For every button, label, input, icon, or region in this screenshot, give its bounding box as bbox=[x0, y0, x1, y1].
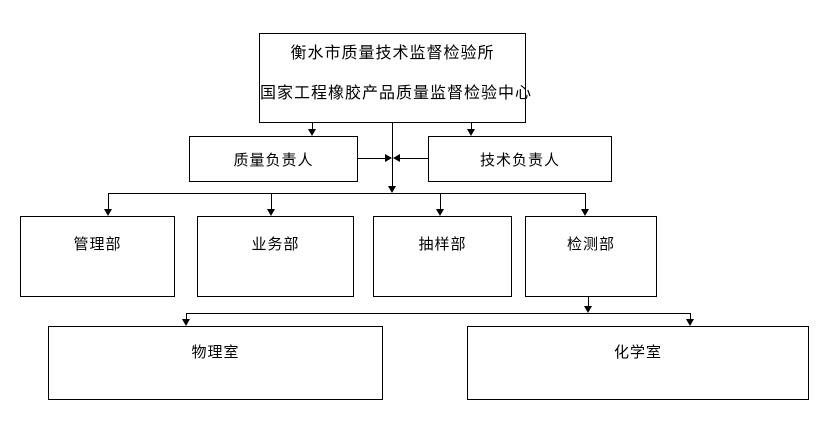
connector-root-trunk-line bbox=[392, 123, 393, 186]
connector-technical-to-trunk-line bbox=[400, 158, 428, 159]
connector-root-to-technical-line bbox=[471, 123, 472, 130]
connector-testing-to-labs-line bbox=[588, 297, 589, 306]
box-dept-management: 管理部 bbox=[20, 216, 175, 297]
connector-testing-to-labs-arrowhead bbox=[584, 306, 592, 313]
box-technical-manager: 技术负责人 bbox=[428, 136, 612, 182]
connector-to-management-line bbox=[108, 193, 109, 209]
connector-root-to-quality-line bbox=[312, 123, 313, 130]
box-lab-physics: 物理室 bbox=[48, 326, 383, 400]
dept-testing-label: 检测部 bbox=[566, 236, 615, 253]
connector-quality-to-trunk-line bbox=[358, 158, 386, 159]
connector-department-distribution-line bbox=[108, 193, 586, 194]
connector-root-to-technical-arrowhead bbox=[467, 129, 475, 136]
connector-to-business-line bbox=[271, 193, 272, 209]
connector-to-sampling-line bbox=[440, 193, 441, 209]
box-quality-manager: 质量负责人 bbox=[189, 136, 358, 182]
connector-to-physics-lab-line bbox=[186, 313, 187, 320]
connector-technical-to-trunk-arrowhead bbox=[393, 154, 400, 162]
dept-management-label: 管理部 bbox=[73, 236, 122, 253]
quality-manager-label: 质量负责人 bbox=[233, 151, 314, 169]
connector-root-to-quality-arrowhead bbox=[308, 129, 316, 136]
connector-lab-distribution-line bbox=[186, 313, 690, 314]
institute-name-line2: 国家工程橡胶产品质量监督检验中心 bbox=[260, 85, 533, 102]
box-institute: 衡水市质量技术监督检验所 国家工程橡胶产品质量监督检验中心 bbox=[259, 33, 533, 123]
dept-business-label: 业务部 bbox=[251, 236, 300, 253]
connector-to-management-arrowhead bbox=[104, 209, 112, 216]
technical-manager-label: 技术负责人 bbox=[479, 151, 560, 169]
box-lab-chemistry: 化学室 bbox=[467, 326, 809, 400]
lab-chemistry-label: 化学室 bbox=[613, 344, 662, 361]
connector-to-sampling-arrowhead bbox=[436, 209, 444, 216]
dept-sampling-label: 抽样部 bbox=[418, 236, 467, 253]
connector-to-physics-lab-arrowhead bbox=[182, 319, 190, 326]
box-dept-sampling: 抽样部 bbox=[373, 216, 512, 297]
box-dept-business: 业务部 bbox=[197, 216, 354, 297]
connector-to-chemistry-lab-arrowhead bbox=[686, 319, 694, 326]
connector-root-trunk-arrowhead bbox=[388, 186, 396, 193]
connector-quality-to-trunk-arrowhead bbox=[385, 154, 392, 162]
connector-to-testing-line bbox=[585, 193, 586, 209]
lab-physics-label: 物理室 bbox=[191, 344, 240, 361]
connector-to-business-arrowhead bbox=[267, 209, 275, 216]
connector-to-chemistry-lab-line bbox=[690, 313, 691, 320]
box-dept-testing: 检测部 bbox=[525, 216, 657, 297]
connector-to-testing-arrowhead bbox=[581, 209, 589, 216]
institute-name-line1: 衡水市质量技术监督检验所 bbox=[290, 45, 495, 62]
